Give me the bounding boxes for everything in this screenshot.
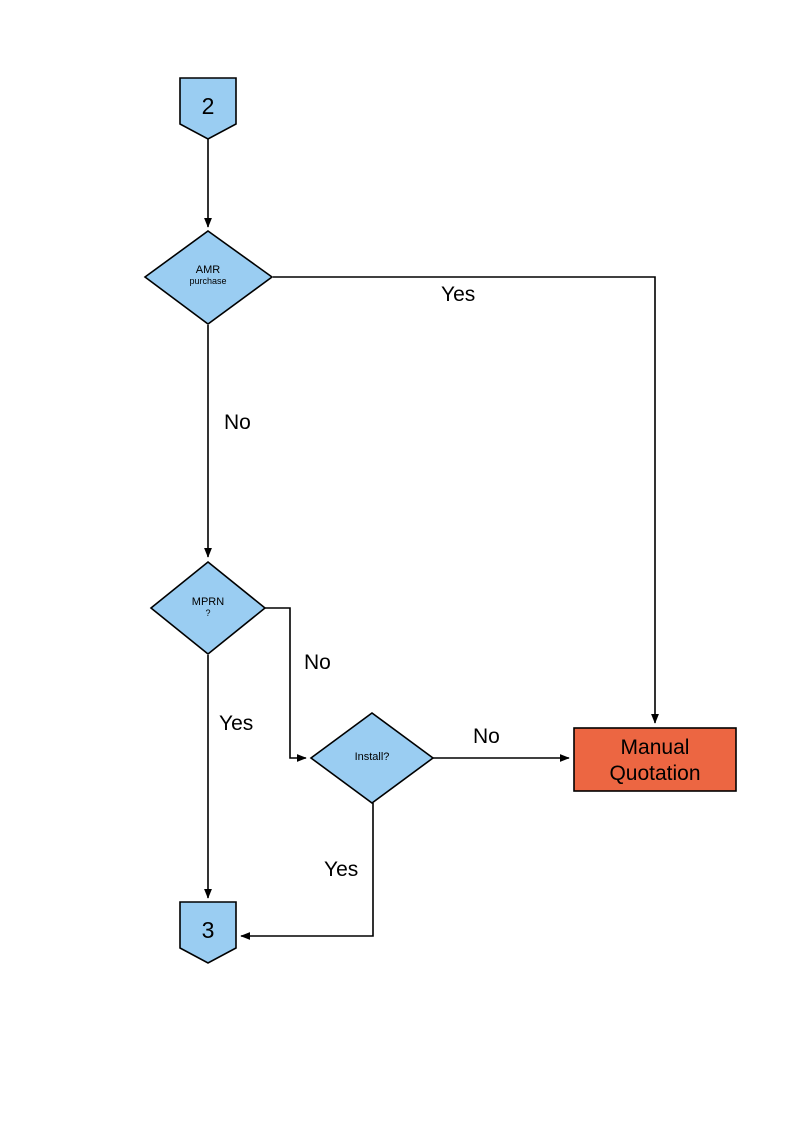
edge-install-yes-to-end3 bbox=[240, 803, 374, 940]
edge-label-amr-yes: Yes bbox=[441, 283, 476, 306]
edge-label-mprn-yes: Yes bbox=[219, 712, 254, 735]
node-amr-purchase[interactable] bbox=[143, 230, 274, 325]
edge-mprn-no-to-install bbox=[265, 607, 307, 762]
edge-label-amr-no: No bbox=[224, 411, 251, 434]
edge-label-install-yes: Yes bbox=[324, 858, 359, 881]
node-start-2[interactable] bbox=[179, 77, 237, 140]
edge-label-install-no: No bbox=[473, 725, 500, 748]
edge-label-mprn-no: No bbox=[304, 651, 331, 674]
node-mprn[interactable] bbox=[149, 560, 267, 656]
node-end-3[interactable] bbox=[179, 901, 237, 964]
node-manual-quotation[interactable] bbox=[573, 727, 737, 792]
node-install[interactable] bbox=[309, 712, 435, 804]
edge-amr-yes-to-manual-quotation bbox=[273, 276, 659, 724]
